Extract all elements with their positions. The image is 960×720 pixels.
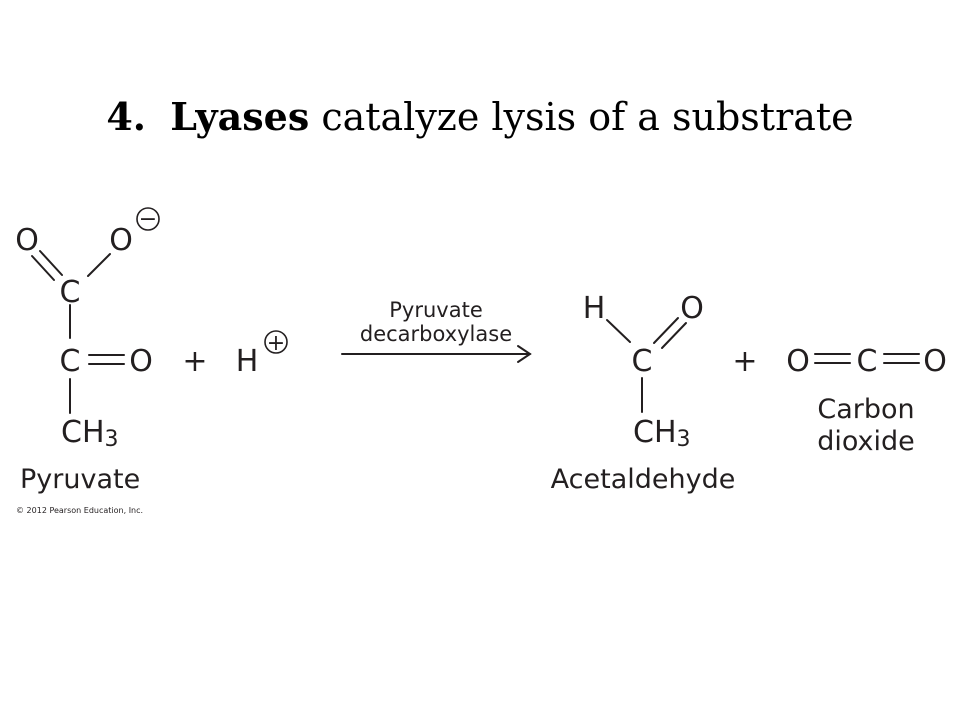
slide-title: 4. Lyases catalyze lysis of a substrate: [0, 92, 960, 142]
atom-o-carbonyl: O: [129, 344, 153, 379]
bond-h-c: [606, 319, 631, 343]
ch3-base: CH: [61, 415, 105, 450]
bond-o-left-c-double-b: [39, 250, 63, 276]
atom-c-carbonyl: C: [60, 344, 81, 379]
atom-o-right: O: [109, 223, 133, 258]
atom-h-proton: H: [236, 344, 259, 379]
group-ch3-pyruvate: CH3: [61, 415, 119, 452]
atom-o-aldehyde: O: [680, 291, 704, 326]
atom-c-co2: C: [857, 344, 878, 379]
atom-o-co2-left: O: [786, 344, 810, 379]
atom-o-left: O: [15, 223, 39, 258]
bond-o-right-c: [87, 253, 111, 277]
atom-o-co2-right: O: [923, 344, 947, 379]
atom-c-aldehyde: C: [632, 344, 653, 379]
plus-sign-products: +: [732, 344, 757, 379]
ch3-subscript: 3: [677, 427, 691, 452]
title-number: 4.: [106, 94, 147, 139]
label-carbon: Carbon: [817, 394, 914, 425]
reaction-arrow-head: [517, 345, 532, 363]
plus-sign-reactants: +: [182, 344, 207, 379]
group-ch3-acetaldehyde: CH3: [633, 415, 691, 452]
ch3-base: CH: [633, 415, 677, 450]
enzyme-name-line1: Pyruvate: [389, 298, 483, 322]
enzyme-name-line2: decarboxylase: [360, 322, 512, 346]
charge-circle-negative: [136, 207, 160, 231]
label-pyruvate: Pyruvate: [20, 464, 140, 495]
atom-h-aldehyde: H: [583, 291, 606, 326]
label-dioxide: dioxide: [817, 426, 915, 457]
label-acetaldehyde: Acetaldehyde: [551, 464, 736, 495]
charge-negative-sign: −: [139, 207, 157, 232]
atom-c-carboxyl: C: [60, 275, 81, 310]
title-keyword: Lyases: [170, 94, 310, 139]
charge-circle-positive: [264, 330, 288, 354]
copyright-notice: © 2012 Pearson Education, Inc.: [16, 506, 143, 515]
title-rest: catalyze lysis of a substrate: [321, 95, 854, 139]
bond-c-o-double-b: [661, 322, 687, 349]
charge-positive-sign: +: [267, 331, 285, 356]
bond-c-o-double-a: [653, 317, 679, 344]
bond-o-left-c-double-a: [31, 255, 55, 281]
ch3-subscript: 3: [105, 427, 119, 452]
